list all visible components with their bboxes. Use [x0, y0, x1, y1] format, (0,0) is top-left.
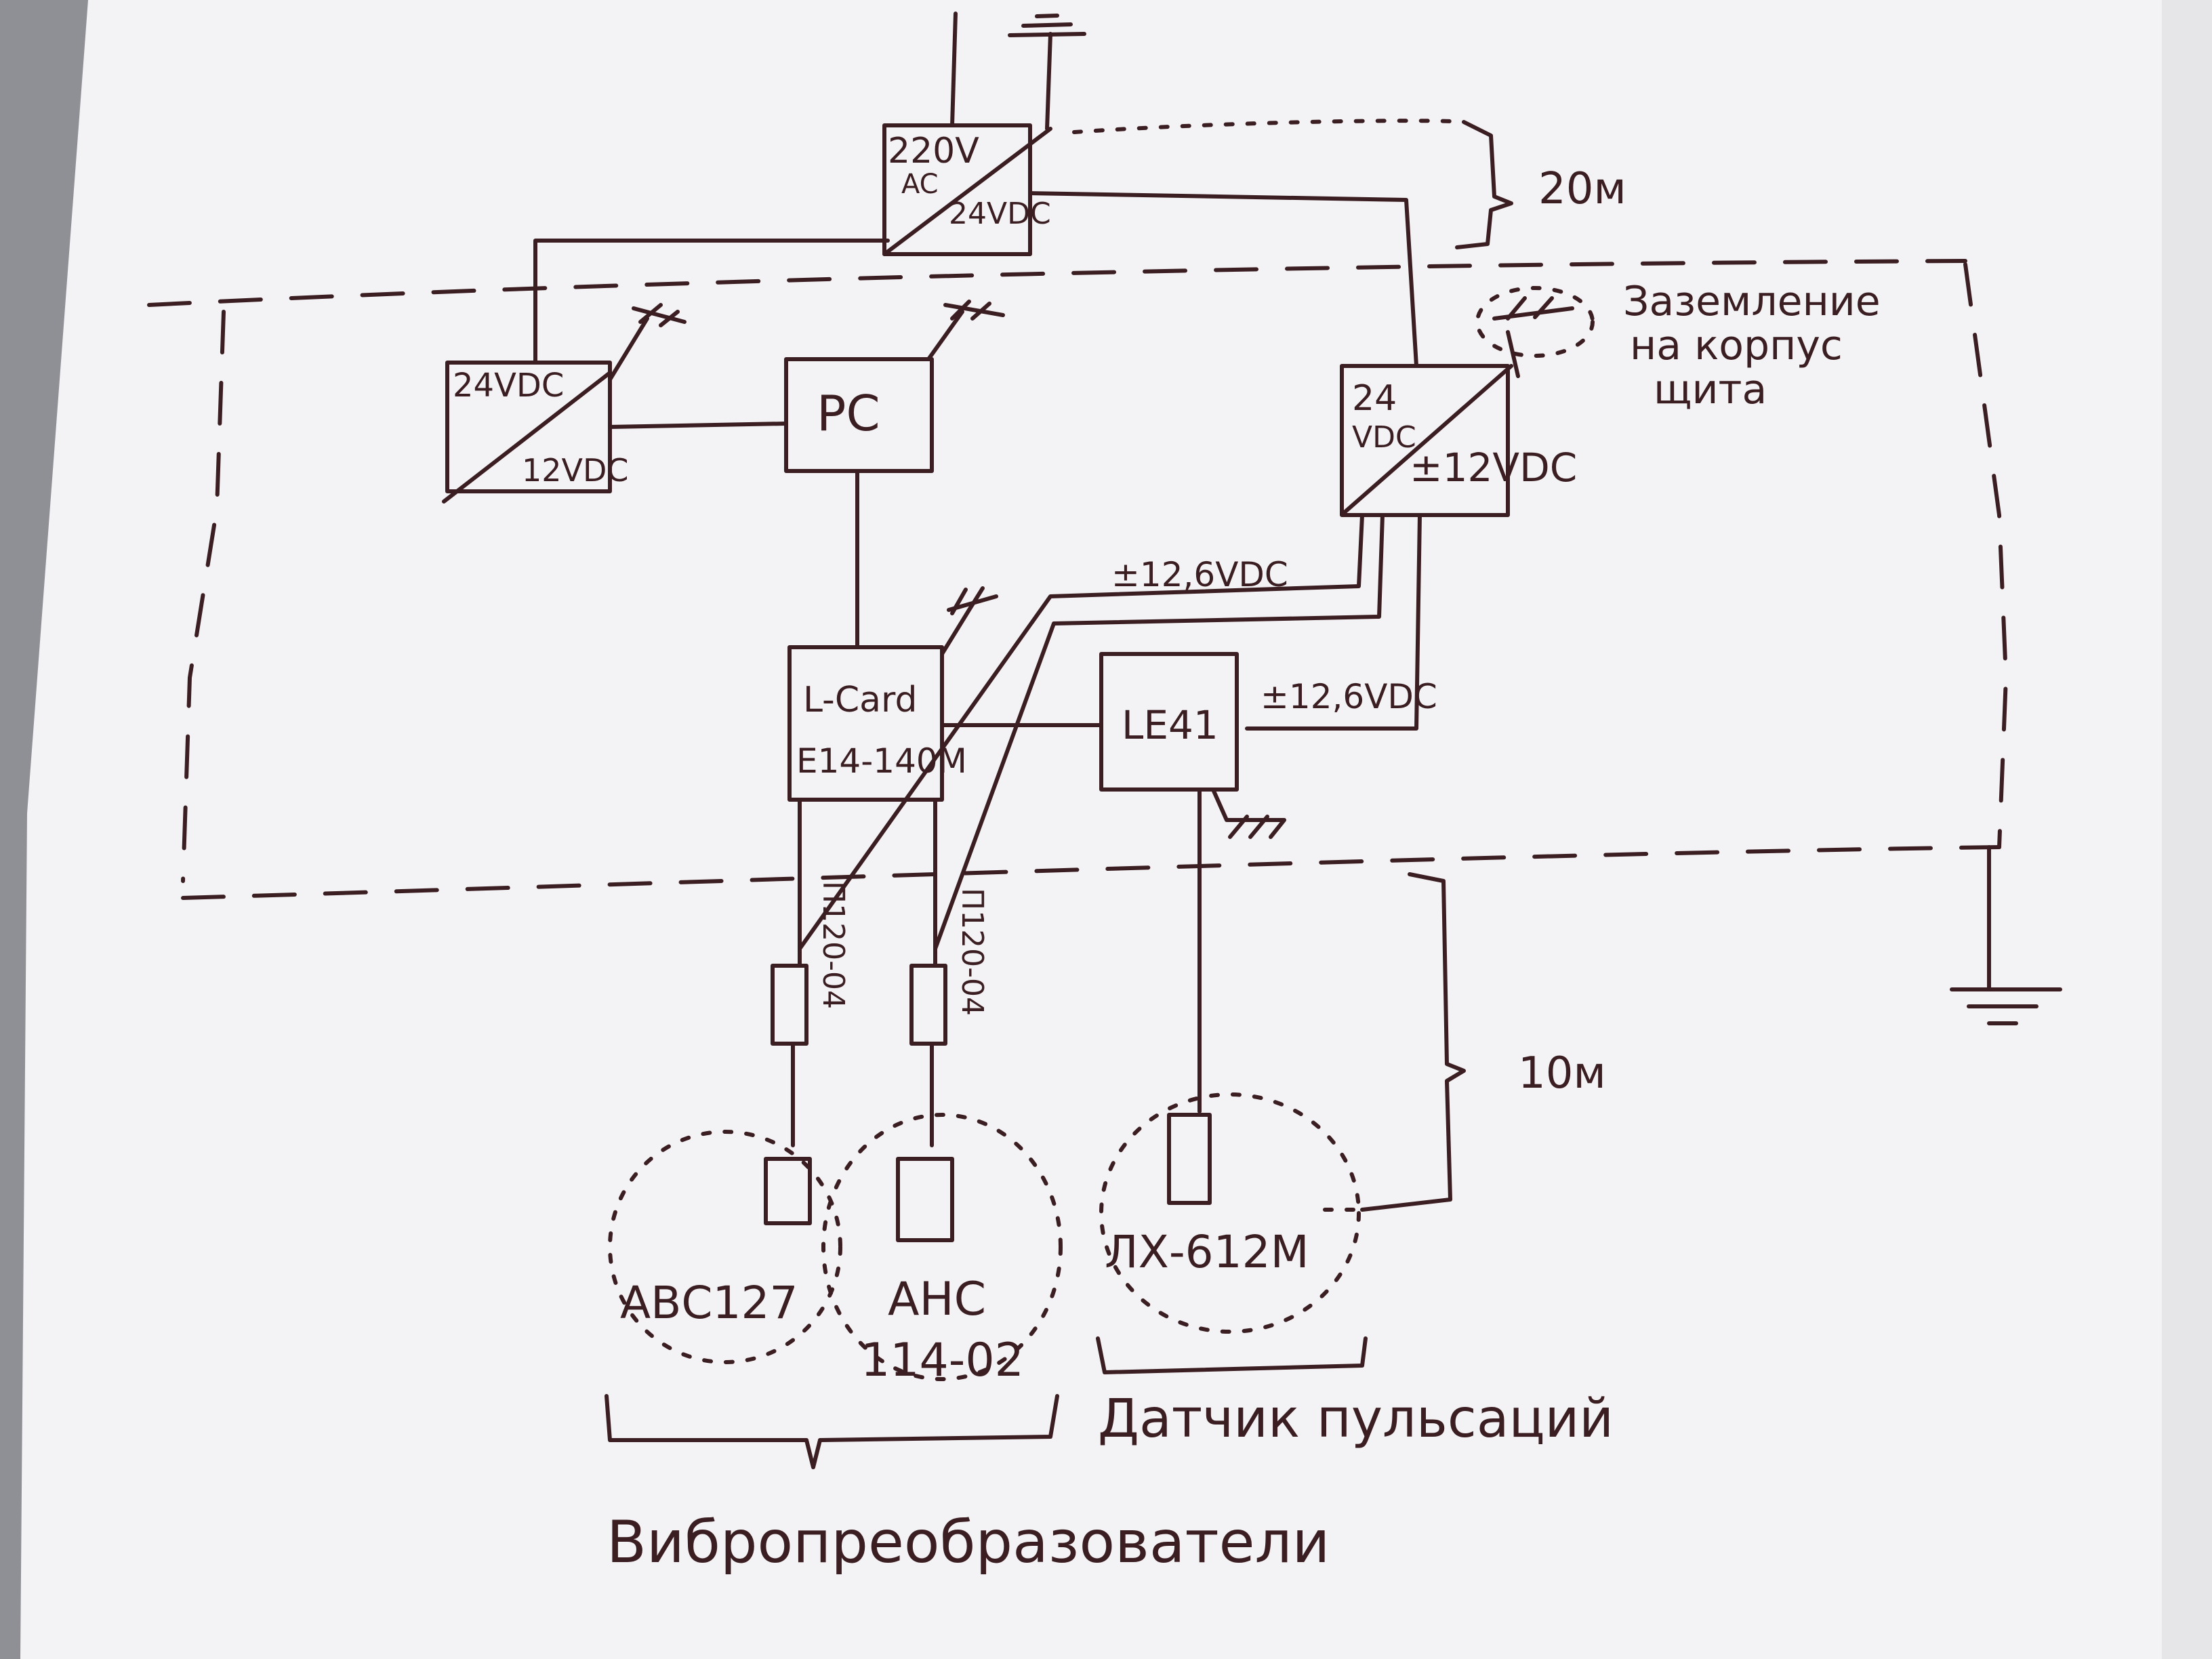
wire-top-label: ±12,6VDC — [1111, 555, 1288, 594]
lcard-box: L-Card E14-140M — [787, 586, 1103, 802]
psu-right: 24 VDC ±12VDC — [1340, 286, 1595, 517]
sensor-abc127: АВС127 — [608, 1130, 842, 1364]
pc-label: PC — [817, 385, 880, 442]
wire-main-to-right-psu — [1028, 191, 1418, 368]
mains-input — [950, 12, 1086, 131]
preamp-2: П120-04 — [909, 888, 989, 1147]
group-pulsation: Датчик пульсаций — [1096, 1336, 1614, 1450]
wire-psu-to-preamp2 — [933, 513, 1385, 951]
psu-left: 24VDC 12VDC — [442, 303, 687, 504]
group-vibration: Вибропреобразователи — [605, 1394, 1330, 1576]
grounding-line1: Заземление — [1623, 278, 1881, 325]
lcard-label-1: L-Card — [803, 680, 917, 720]
cabinet-ground — [1950, 845, 2062, 1025]
le41-label: LE41 — [1122, 702, 1218, 748]
distance-bottom-label: 10м — [1518, 1048, 1606, 1099]
sensor-lx612m: ЛХ-612М — [1099, 1092, 1361, 1334]
psu-right-in-label: 24 — [1352, 378, 1397, 419]
preamp-2-label-upper: П120-04 — [955, 888, 989, 1016]
wire-main-to-left-psu — [533, 239, 890, 365]
pc-box: PC — [608, 300, 1005, 649]
psu-main-out-label: 24VDC — [949, 197, 1051, 231]
wire-psu-to-le41 — [1245, 513, 1422, 731]
distance-bracket-bottom: 10м — [1323, 872, 1606, 1212]
cabinet-boundary — [147, 259, 2008, 900]
sensor-1-label: АВС127 — [620, 1277, 798, 1329]
paper-shadow-right — [2162, 0, 2212, 1659]
sensor-2-label-a: АНС — [888, 1273, 986, 1326]
group-pulsation-label: Датчик пульсаций — [1098, 1389, 1614, 1450]
sensor-anc114: АНС 114-02 — [821, 1113, 1063, 1387]
le41-box: LE41 — [1099, 652, 1286, 1113]
grounding-line2: на корпус — [1630, 322, 1843, 369]
grounding-line3: щита — [1654, 366, 1767, 413]
preamp-1-label-upper: П120-04 — [816, 881, 851, 1009]
psu-right-in2-label: VDC — [1352, 420, 1416, 455]
sensor-2-label-b: 114-02 — [861, 1334, 1024, 1387]
psu-left-in-label: 24VDC — [453, 367, 564, 405]
preamp-1: П120-04 — [771, 881, 851, 1147]
psu-left-out-label: 12VDC — [522, 452, 629, 489]
wire-right-label: ±12,6VDC — [1261, 677, 1437, 716]
distance-top-label: 20м — [1538, 164, 1626, 214]
distance-bracket-top: 20м — [1072, 119, 1626, 249]
group-vibration-label: Вибропреобразователи — [607, 1509, 1330, 1576]
psu-right-out-label: ±12VDC — [1410, 445, 1577, 491]
lcard-label-2: E14-140M — [796, 741, 967, 781]
grounding-note: Заземление на корпус щита — [1623, 278, 1881, 413]
psu-main-ac-label: AC — [901, 169, 939, 200]
psu-main-in-label: 220V — [888, 131, 979, 171]
paper-sheet — [20, 0, 2212, 1659]
wire-psu-to-preamp1 — [798, 513, 1364, 951]
sensor-3-label: ЛХ-612М — [1105, 1226, 1309, 1278]
psu-main: 220V AC 24VDC — [882, 123, 1052, 256]
